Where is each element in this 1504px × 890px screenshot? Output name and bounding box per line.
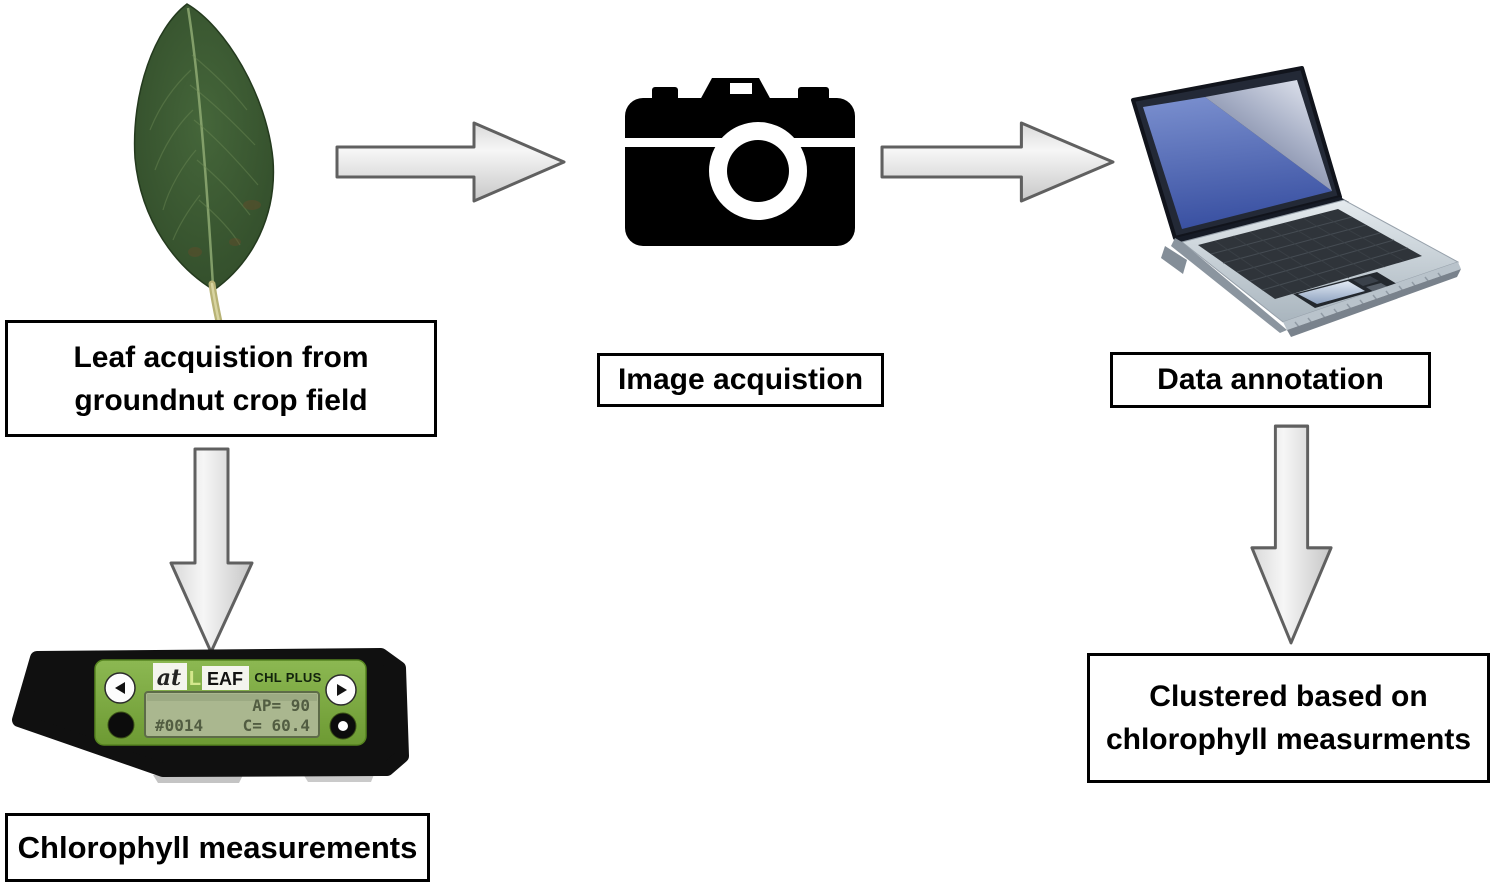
laptop-bottom-edge (1287, 269, 1461, 337)
lcd-reading-value: C= 60.4 (243, 716, 310, 735)
laptop-touchpad (1298, 281, 1365, 304)
laptop-touchpad-button (1353, 276, 1379, 286)
device-model-text: CHL PLUS (254, 670, 321, 685)
leaf-brown-spots (188, 200, 261, 257)
device-measure-dot (338, 721, 348, 731)
lcd-sample-id: #0014 (155, 716, 203, 735)
camera-lens (727, 140, 789, 202)
laptop-image (1131, 66, 1461, 337)
data-annotation-box: Data annotation (1110, 352, 1431, 408)
arrow-right-icon (335, 121, 566, 203)
laptop-screen-blue (1143, 97, 1332, 229)
next-triangle-icon (337, 684, 347, 696)
device-bottom-shadow (153, 775, 243, 783)
clustered-line2: chlorophyll measurments (1105, 723, 1472, 756)
brand-l-text: L (189, 668, 201, 690)
image-acquisition-label: Image acquistion (617, 363, 864, 396)
data-annotation-label: Data annotation (1157, 363, 1384, 396)
device-lcd (144, 691, 320, 738)
leaf-main-vein (186, 7, 215, 287)
arrow-right-icon (880, 121, 1115, 203)
laptop-left-edge (1171, 238, 1287, 333)
laptop-left-hinge-cap (1161, 246, 1187, 274)
leaf-acquisition-line1: Leaf acquistion from (73, 340, 369, 374)
brand-eaf-text: EAF (207, 669, 243, 689)
camera-right-knob (798, 87, 829, 101)
leaf-acquisition-box: Leaf acquistion from groundnut crop fiel… (5, 320, 437, 437)
prev-triangle-icon (115, 682, 125, 694)
device-lcd-top-shade (147, 694, 317, 701)
leaf-stem-highlight (210, 282, 221, 324)
arrow-down-icon (169, 447, 254, 654)
clustered-box: Clustered based on chlorophyll measurmen… (1087, 653, 1490, 783)
image-acquisition-box: Image acquistion (597, 353, 884, 407)
camera-icon (625, 78, 855, 246)
chlorophyll-measurements-label: Chlorophyll measurements (17, 829, 418, 865)
laptop-key-columns (1214, 213, 1405, 295)
laptop-front-edge (1283, 262, 1461, 330)
laptop-screen-glare (1205, 80, 1332, 191)
groundnut-leaf-photo (133, 3, 275, 326)
camera-viewfinder-window (730, 83, 752, 94)
brand-at-plate (153, 663, 187, 690)
laptop-touchpad-button2 (1366, 283, 1388, 292)
brand-eaf-plate (202, 666, 249, 690)
chlorophyll-meter-photo: at L EAF CHL PLUS AP= 90 #0014 C= 60.4 (12, 648, 409, 783)
chlorophyll-measurements-box: Chlorophyll measurements (5, 813, 430, 882)
device-power-button (107, 711, 135, 739)
brand-at-text: at (157, 665, 181, 691)
lcd-reading-top: AP= 90 (252, 696, 310, 715)
leaf-side-veins (149, 54, 259, 246)
leaf-acquisition-line2: groundnut crop field (74, 383, 368, 417)
clustered-line1: Clustered based on (1149, 680, 1428, 713)
camera-left-knob (652, 87, 678, 101)
arrow-down-icon (1250, 424, 1333, 645)
